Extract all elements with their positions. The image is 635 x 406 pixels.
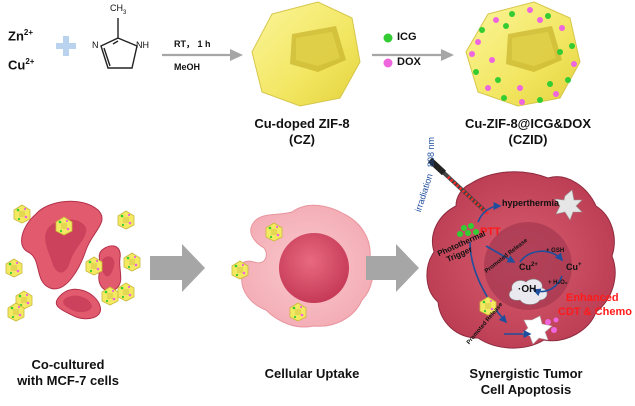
cu-ion-label: Cu2+ xyxy=(8,57,34,72)
dox-legend-label: DOX xyxy=(397,56,421,68)
laser-wavelength-label: 808 nm xyxy=(426,137,436,167)
nanoparticle xyxy=(124,253,140,271)
dox-dot xyxy=(469,51,475,57)
methylimidazole-structure xyxy=(101,18,137,68)
uptake-caption: Cellular Uptake xyxy=(265,366,360,382)
cu2-label: Cu2+ xyxy=(519,262,538,272)
icg-dot xyxy=(501,95,507,101)
hyperthermia-label: hyperthermia xyxy=(502,198,559,208)
process-arrow-1 xyxy=(150,244,205,292)
dox-dot xyxy=(537,17,543,23)
dox-dot xyxy=(571,61,577,67)
cz-particle xyxy=(252,2,360,106)
plus-icon xyxy=(56,36,76,56)
icg-dot xyxy=(473,69,479,75)
dox-dot xyxy=(493,17,499,23)
icg-legend-label: ICG xyxy=(397,31,417,43)
dox-dot xyxy=(559,25,565,31)
dox-dot xyxy=(553,91,559,97)
dox-dot xyxy=(475,39,481,45)
icg-dot xyxy=(503,23,509,29)
icg-dot xyxy=(537,97,543,103)
n-label: N xyxy=(92,40,99,50)
icg-dot xyxy=(545,13,551,19)
nanoparticle xyxy=(6,259,22,277)
dox-dot xyxy=(489,57,495,63)
condition-solvent: MeOH xyxy=(174,62,200,72)
cu1-label: Cu+ xyxy=(566,262,582,272)
cz-label: Cu-doped ZIF-8 (CZ) xyxy=(254,116,349,148)
nanoparticle xyxy=(14,205,30,223)
condition-time: RT， 1 h xyxy=(174,37,211,50)
czid-label: Cu-ZIF-8@ICG&DOX (CZID) xyxy=(465,116,591,148)
zn-ion-label: Zn2+ xyxy=(8,28,33,43)
enhanced-label: Enhanced xyxy=(566,292,619,304)
nh-label: NH xyxy=(136,40,149,50)
dox-dot xyxy=(485,85,491,91)
reaction-arrow xyxy=(162,49,243,61)
icg-dot xyxy=(495,77,501,83)
icg-dot xyxy=(509,11,515,17)
icg-dot xyxy=(569,43,575,49)
nanoparticle xyxy=(118,283,134,301)
dox-dot xyxy=(527,7,533,13)
nanoparticle xyxy=(118,211,134,229)
czid-particle xyxy=(466,2,580,106)
dox-dot xyxy=(519,99,525,105)
methyl-label: CH3 xyxy=(110,3,126,16)
h2o2-label: + H₂O₂ xyxy=(548,280,568,286)
apoptosis-caption: Synergistic Tumor Cell Apoptosis xyxy=(469,366,582,398)
cdt-chemo-label: CDT & Chemo xyxy=(558,306,632,318)
process-arrow-2 xyxy=(366,244,419,292)
gsh-label: + GSH xyxy=(546,248,564,254)
dox-dot xyxy=(517,85,523,91)
icg-dot xyxy=(479,27,485,33)
icg-dot xyxy=(547,81,553,87)
icg-dot xyxy=(565,77,571,83)
icg-legend-dot xyxy=(384,34,393,43)
oh-label: ·OH xyxy=(518,284,536,295)
cocultured-caption: Co-cultured with MCF-7 cells xyxy=(17,357,119,389)
dox-legend-dot xyxy=(384,59,393,68)
icg-dot xyxy=(557,49,563,55)
